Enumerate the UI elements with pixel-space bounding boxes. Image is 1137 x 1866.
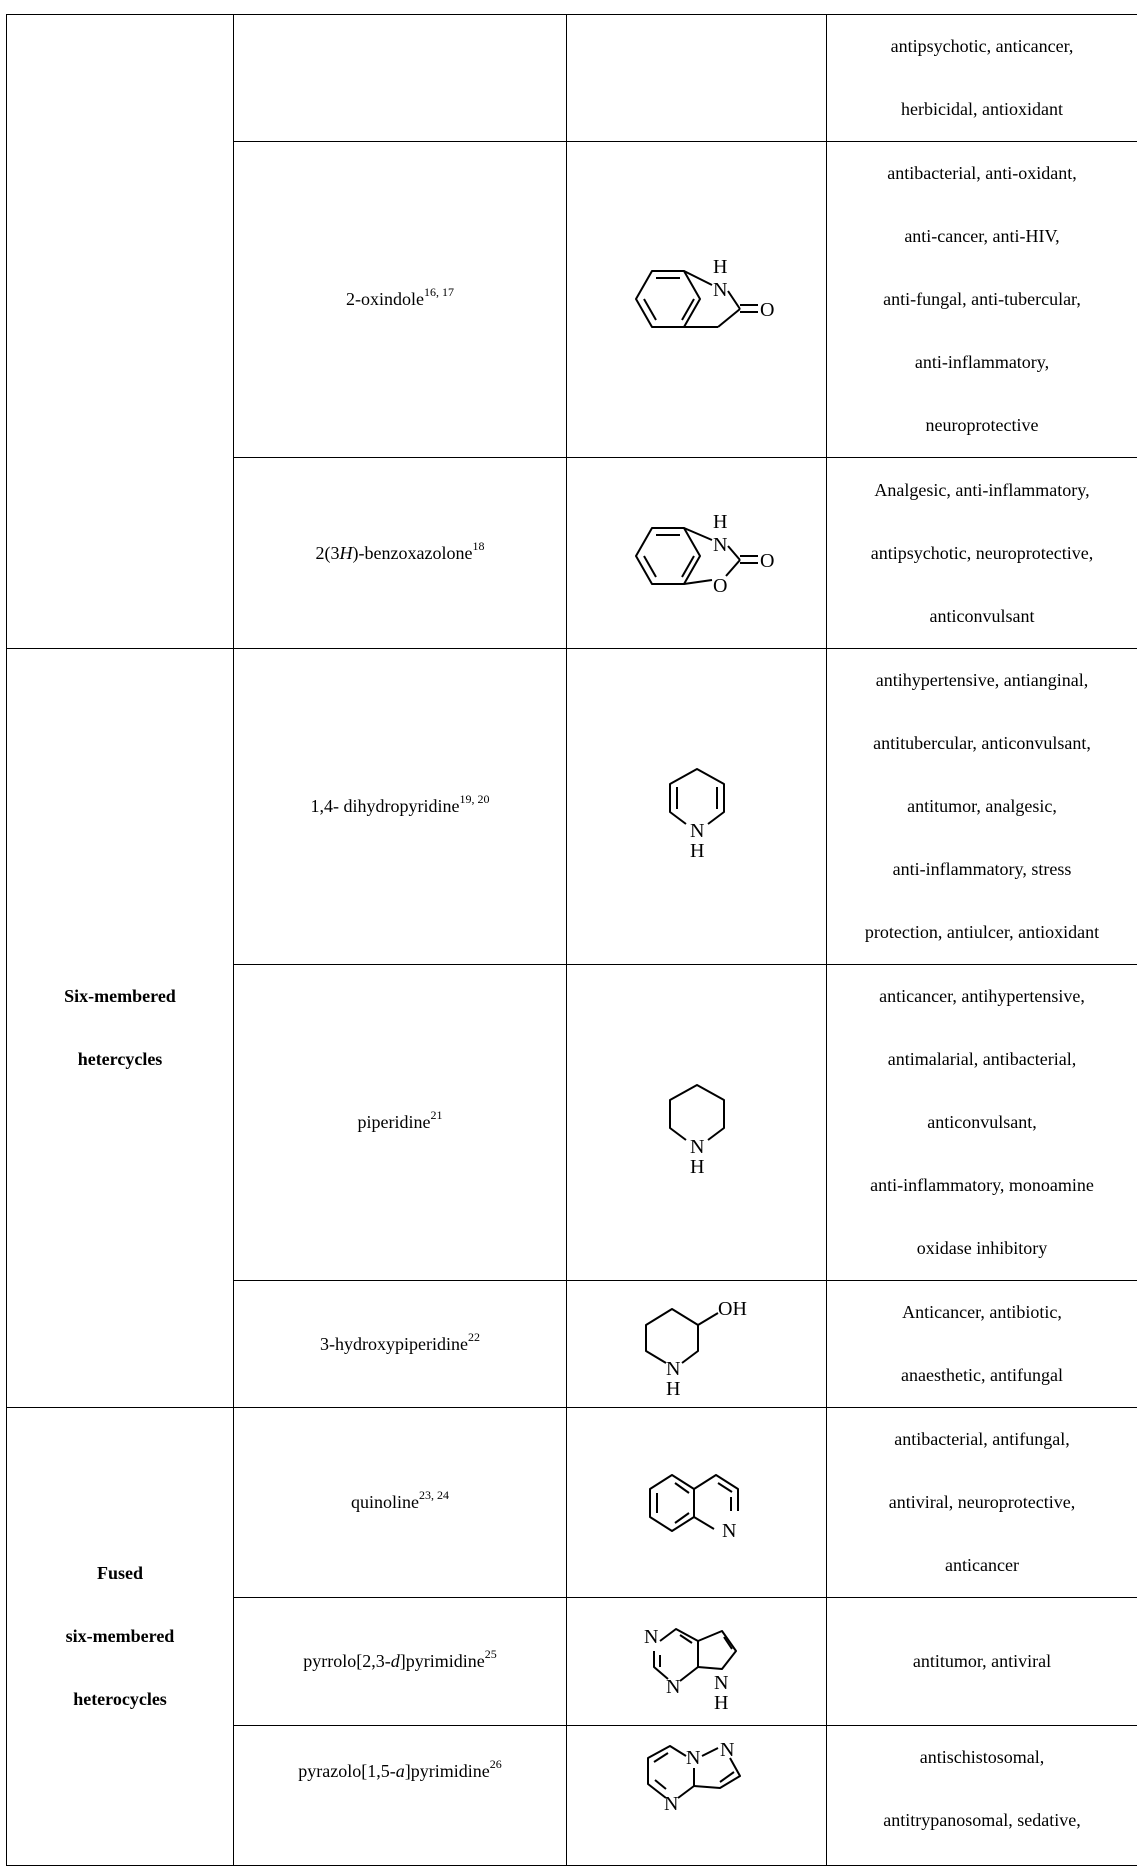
activities-cell: anticancer, antihypertensive, antimalari… [827,965,1137,1281]
pyrazolopyrimidine-structure-icon: N N N [622,1726,772,1836]
structure-cell [567,15,827,142]
atom-label: N [666,1676,680,1698]
activity-line: antimalarial, antibacterial, [831,1028,1133,1091]
table-row: Six-membered hetercycles 1,4- dihydropyr… [7,649,1137,965]
group-label-line: six-membered [11,1605,229,1668]
activities-cell: antipsychotic, anticancer, herbicidal, a… [827,15,1137,142]
activity-line: herbicidal, antioxidant [831,78,1133,141]
structure-cell: N H OH [567,1281,827,1408]
atom-label: N [666,1358,680,1380]
structure-cell: N [567,1408,827,1598]
dihydropyridine-structure-icon: N H [637,747,757,867]
structure-cell: N H O [567,142,827,458]
atom-label: H [713,256,727,278]
activity-line: anticonvulsant, [831,1091,1133,1154]
atom-label: N [690,820,704,842]
activity-line: Anticancer, antibiotic, [831,1281,1133,1344]
atom-label: N [690,1136,704,1158]
activity-line: antitumor, analgesic, [827,775,1137,838]
structure-cell: N N N [567,1726,827,1866]
activity-line: oxidase inhibitory [831,1217,1133,1280]
activity-line: anti-fungal, anti-tubercular, [831,268,1133,331]
activity-line: anaesthetic, antifungal [831,1344,1133,1407]
compound-name-cell: 1,4- dihydropyridine19, 20 [234,649,567,965]
table-row: Fused six-membered heterocycles quinolin… [7,1408,1137,1598]
structure-cell: N H O O [567,458,827,649]
activities-cell: antibacterial, anti-oxidant, anti-cancer… [827,142,1137,458]
activities-cell: antibacterial, antifungal, antiviral, ne… [827,1408,1137,1598]
2-oxindole-structure-icon: N H O [612,245,782,355]
structure-cell: N H [567,965,827,1281]
compound-name-cell: 2(3H)-benzoxazolone18 [234,458,567,649]
group-label-line: Fused [11,1542,229,1605]
atom-label: N [664,1793,678,1815]
activity-line: antitrypanosomal, sedative, [831,1789,1133,1852]
atom-label: OH [718,1298,747,1320]
activity-line: antibacterial, anti-oxidant, [831,142,1133,205]
atom-label: N [713,534,727,556]
activity-line: anti-inflammatory, stress [827,838,1137,901]
activity-line: Analgesic, anti-inflammatory, [831,459,1133,522]
compound-name-cell: 2-oxindole16, 17 [234,142,567,458]
group-cell-3: Fused six-membered heterocycles [7,1408,234,1866]
heterocycle-table: antipsychotic, anticancer, herbicidal, a… [6,14,1137,1866]
atom-label: H [713,511,727,533]
activity-line: antipsychotic, anticancer, [831,15,1133,78]
activity-line: antiviral, neuroprotective, [831,1471,1133,1534]
activity-line: antibacterial, antifungal, [831,1408,1133,1471]
compound-name-cell [234,15,567,142]
activity-line: antihypertensive, antianginal, [827,649,1137,712]
atom-label: N [714,1672,728,1694]
activities-cell: Analgesic, anti-inflammatory, antipsycho… [827,458,1137,649]
activity-line: neuroprotective [831,394,1133,457]
activity-line: anti-inflammatory, monoamine [831,1154,1133,1217]
activity-line: anticonvulsant [831,585,1133,648]
activity-line: antitumor, antiviral [831,1630,1133,1693]
activity-line: antitubercular, anticonvulsant, [827,712,1137,775]
activity-line: protection, antiulcer, antioxidant [827,901,1137,964]
atom-label: O [713,575,727,597]
activity-line: antipsychotic, neuroprotective, [831,522,1133,585]
activity-line: anticancer [831,1534,1133,1597]
atom-label: O [760,550,774,572]
atom-label: N [686,1747,700,1769]
activities-cell: Anticancer, antibiotic, anaesthetic, ant… [827,1281,1137,1408]
atom-label: N [720,1739,734,1761]
activity-line: anti-inflammatory, [831,331,1133,394]
quinoline-structure-icon: N [622,1453,772,1553]
atom-label: N [713,279,727,301]
atom-label: O [760,299,774,321]
activity-line: anticancer, antihypertensive, [831,965,1133,1028]
table-row: antipsychotic, anticancer, herbicidal, a… [7,15,1137,142]
pyrrolopyrimidine-structure-icon: N N N H [622,1607,772,1717]
atom-label: H [690,840,704,862]
benzoxazolone-structure-icon: N H O O [612,498,782,608]
activities-cell: antihypertensive, antianginal, antituber… [827,649,1137,965]
activity-line: antischistosomal, [831,1726,1133,1789]
compound-name-cell: quinoline23, 24 [234,1408,567,1598]
group-label-line: Six-membered [11,965,229,1028]
atom-label: H [690,1156,704,1178]
structure-cell: N H [567,649,827,965]
compound-name-cell: piperidine21 [234,965,567,1281]
group-cell-1 [7,15,234,649]
atom-label: N [644,1626,658,1648]
compound-name-cell: pyrrolo[2,3-d]pyrimidine25 [234,1598,567,1726]
activity-line: anti-cancer, anti-HIV, [831,205,1133,268]
group-cell-2: Six-membered hetercycles [7,649,234,1408]
structure-cell: N N N H [567,1598,827,1726]
group-label-line: hetercycles [11,1028,229,1091]
piperidine-structure-icon: N H [637,1063,757,1183]
atom-label: H [666,1378,680,1399]
group-label-line: heterocycles [11,1668,229,1731]
compound-name-cell: pyrazolo[1,5-a]pyrimidine26 [234,1726,567,1866]
atom-label: N [722,1520,736,1542]
atom-label: H [714,1692,728,1714]
activities-cell: antitumor, antiviral [827,1598,1137,1726]
compound-name-cell: 3-hydroxypiperidine22 [234,1281,567,1408]
activities-cell: antischistosomal, antitrypanosomal, seda… [827,1726,1137,1866]
hydroxypiperidine-structure-icon: N H OH [612,1289,782,1399]
